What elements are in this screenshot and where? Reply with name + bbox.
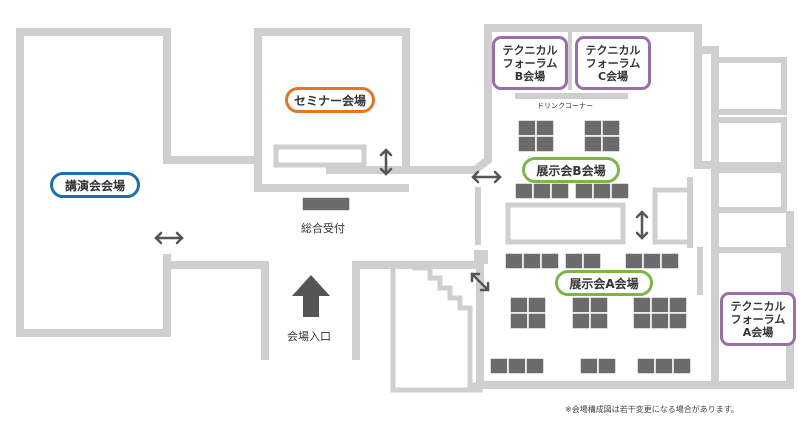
wall-right-room3 xyxy=(717,167,787,213)
double-arrow-horizontal-icon xyxy=(471,170,502,184)
forum-b-line2: フォーラム xyxy=(502,56,558,70)
booths-exhibit-a xyxy=(489,252,692,375)
wall-center-lower xyxy=(352,261,714,389)
forum-a-label: テクニカル フォーラム A会場 xyxy=(720,292,796,346)
forum-b-label: テクニカル フォーラム B会場 xyxy=(492,36,568,90)
wall-right-room2 xyxy=(717,117,787,168)
wall-center-upper xyxy=(402,24,719,174)
double-arrow-diagonal-icon xyxy=(470,272,490,292)
entrance-up-arrow-icon xyxy=(292,275,330,317)
forum-a-line1: テクニカル xyxy=(730,299,786,313)
forum-c-line1: テクニカル xyxy=(585,43,641,57)
wall-stairs xyxy=(390,265,483,393)
exhibit-stage xyxy=(505,202,626,245)
exhibit-b-label: 展示会B会場 xyxy=(522,157,620,183)
seminar-stage xyxy=(273,144,367,168)
forum-b-line1: テクニカル xyxy=(502,43,558,57)
lecture-hall-label: 講演会会場 xyxy=(50,172,140,198)
reception-desk xyxy=(301,196,351,212)
footnote: ※会場構成図は若干変更になる場合があります。 xyxy=(565,405,739,414)
booths-exhibit-b xyxy=(514,119,630,200)
drink-corner-label: ドリンクコーナー xyxy=(537,102,593,110)
forum-c-line3: C会場 xyxy=(597,69,629,83)
wall-right-rooms xyxy=(717,57,787,115)
seminar-hall-label: セミナー会場 xyxy=(285,87,375,113)
reception-label: 総合受付 xyxy=(301,222,345,235)
wall-corridor-upper xyxy=(163,156,409,192)
wall-right-room4 xyxy=(717,247,787,293)
wall-corridor-lower xyxy=(163,261,269,360)
forum-b-line3: B会場 xyxy=(514,69,546,83)
forum-c-line2: フォーラム xyxy=(585,56,641,70)
exhibit-a-label: 展示会A会場 xyxy=(555,270,653,296)
double-arrow-vertical-icon xyxy=(635,210,649,240)
double-arrow-horizontal-icon xyxy=(154,231,184,245)
wall-lecture-hall xyxy=(16,28,171,337)
wall-right-outer xyxy=(694,46,719,296)
forum-a-line2: フォーラム xyxy=(730,312,786,326)
double-arrow-vertical-icon xyxy=(379,148,393,176)
entrance-label: 会場入口 xyxy=(287,330,331,343)
exhibit-side-room xyxy=(652,187,693,245)
forum-c-label: テクニカル フォーラム C会場 xyxy=(575,36,651,90)
pillar xyxy=(474,250,488,264)
forum-a-line3: A会場 xyxy=(742,325,774,339)
